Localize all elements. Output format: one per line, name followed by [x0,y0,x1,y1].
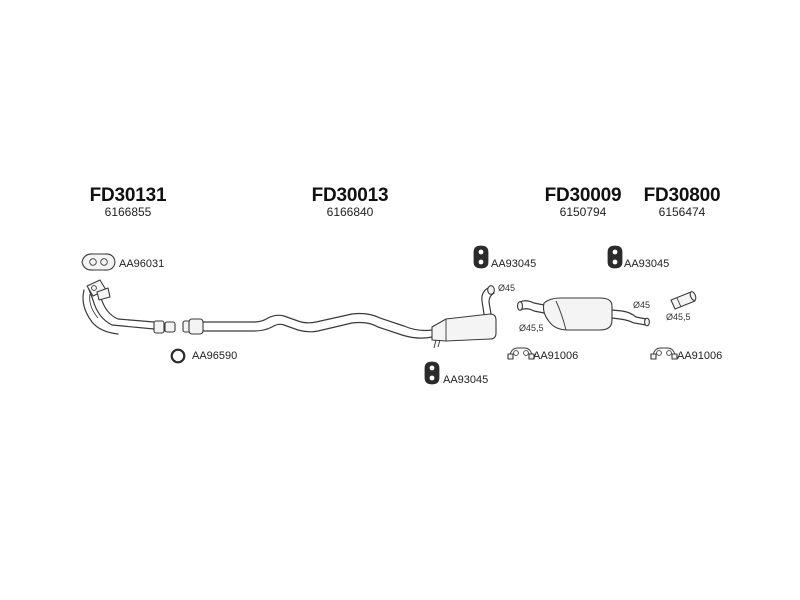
ring-gasket-icon [170,348,186,364]
rubber-hanger-icon [424,361,440,385]
tailpipe-end-icon [670,291,697,310]
front-pipe [82,279,176,335]
part-code: FD30131 [89,185,167,206]
rubber-hanger-icon [473,245,489,269]
ring-gasket-label: AA96590 [192,350,238,362]
hanger-label: AA93045 [491,258,537,270]
part-code: FD30009 [544,185,622,206]
part-number: 6166840 [326,205,374,219]
diameter-label: Ø45 [498,283,516,293]
part-header-rear-silencer: FD30800 6156474 [632,186,732,218]
part-header-middle-pipe: FD30013 6166840 [300,186,400,218]
diameter-label: Ø45 [633,300,651,310]
clamp-label: AA91006 [677,350,723,362]
diameter-label: Ø45,5 [666,312,691,322]
part-header-intermediate-silencer: FD30009 6150794 [533,186,633,218]
clamp-label: AA91006 [533,350,579,362]
part-number: 6150794 [559,205,607,219]
rubber-hanger-icon [607,245,623,269]
part-header-front-pipe: FD30131 6166855 [78,186,178,218]
clamp-icon [507,347,535,360]
diameter-label: Ø45,5 [519,323,544,333]
hanger-label: AA93045 [624,258,670,270]
part-code: FD30013 [311,185,389,206]
rear-silencer [516,297,650,331]
gasket-icon [81,253,116,271]
middle-pipe [182,285,497,349]
part-number: 6156474 [658,205,706,219]
hanger-label: AA93045 [443,374,489,386]
part-number: 6166855 [104,205,152,219]
gasket-label: AA96031 [119,258,165,270]
part-code: FD30800 [643,185,721,206]
clamp-icon [650,347,678,360]
